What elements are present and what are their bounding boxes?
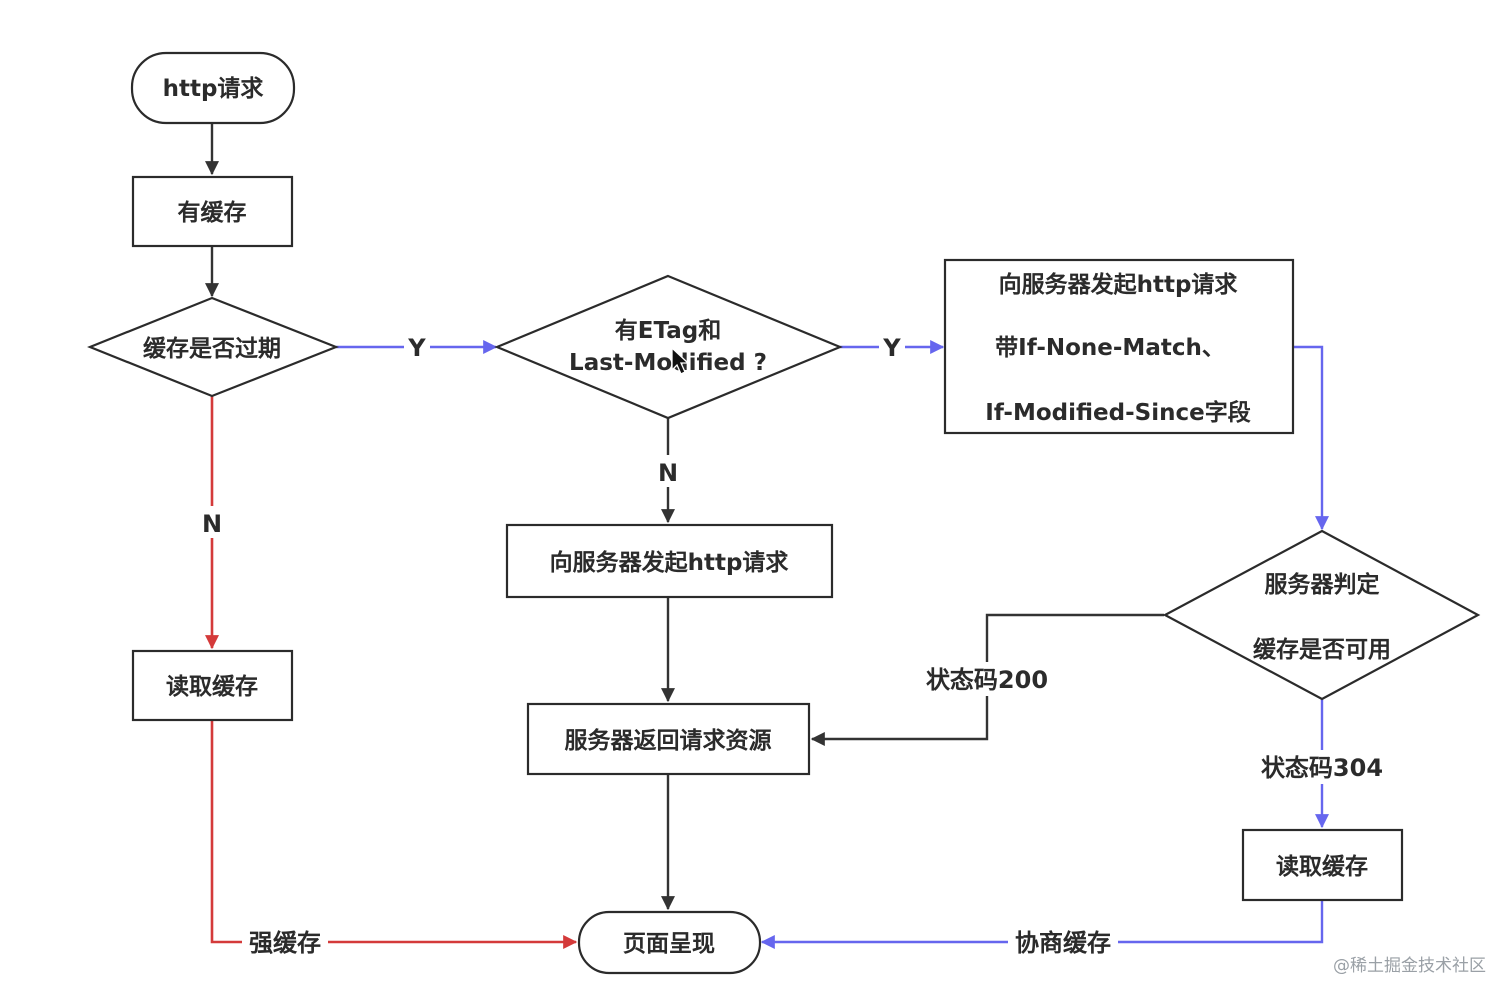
node-label: 缓存是否过期 [143,335,281,362]
decision-server-decides: 服务器判定 缓存是否可用 [1162,529,1481,701]
node-label-line-1: 服务器判定 [1265,571,1380,598]
edge-label-strong-cache: 强缓存 [249,929,321,957]
decision-etag-last-modified: 有ETag和 Last-Modified ? [494,274,843,420]
node-label: http请求 [163,76,264,102]
node-has-cache: 有缓存 [131,175,294,248]
edge-label-status-200: 状态码200 [926,666,1048,694]
edge-label-etag-no: N [658,459,678,487]
watermark: @稀土掘金技术社区 [1333,956,1486,976]
node-label-line-1: 有ETag和 [615,317,721,344]
node-plain-request: 向服务器发起http请求 [505,523,834,599]
node-read-cache-left: 读取缓存 [131,649,294,722]
node-label: 向服务器发起http请求 [550,549,789,576]
node-label: 有缓存 [178,199,247,226]
arrow-read-cache-to-render-strong [210,720,578,949]
node-label-line-2: 带If-None-Match、 [995,335,1225,361]
node-label: 读取缓存 [166,673,258,700]
node-label: 页面呈现 [623,931,715,957]
node-label: 读取缓存 [1276,853,1368,880]
edge-label-status-304: 状态码304 [1261,754,1383,782]
edge-label-etag-yes: Y [882,334,901,362]
node-conditional-request: 向服务器发起http请求 带If-None-Match、 If-Modified… [943,258,1295,435]
node-label-line-2: 缓存是否可用 [1253,636,1391,663]
node-label-line-1: 向服务器发起http请求 [999,271,1238,298]
arrow-read-cache-to-render-negotiated [760,900,1324,949]
node-label: 服务器返回请求资源 [565,728,772,754]
node-label-line-2: Last-Modified ? [569,350,767,376]
node-read-cache-right: 读取缓存 [1241,828,1404,902]
mouse-cursor-icon [671,346,690,375]
arrow-cond-request-to-server-decides [1293,345,1329,531]
decision-cache-expired: 缓存是否过期 [87,296,339,398]
edge-label-expired-yes: Y [407,334,426,362]
node-label-line-3: If-Modified-Since字段 [985,399,1250,426]
node-page-render: 页面呈现 [577,910,762,975]
node-http-request-start: http请求 [130,51,296,125]
edge-label-expired-no: N [202,510,222,538]
node-server-returns-resource: 服务器返回请求资源 [526,702,811,776]
edge-label-negotiated-cache: 协商缓存 [1015,929,1111,957]
